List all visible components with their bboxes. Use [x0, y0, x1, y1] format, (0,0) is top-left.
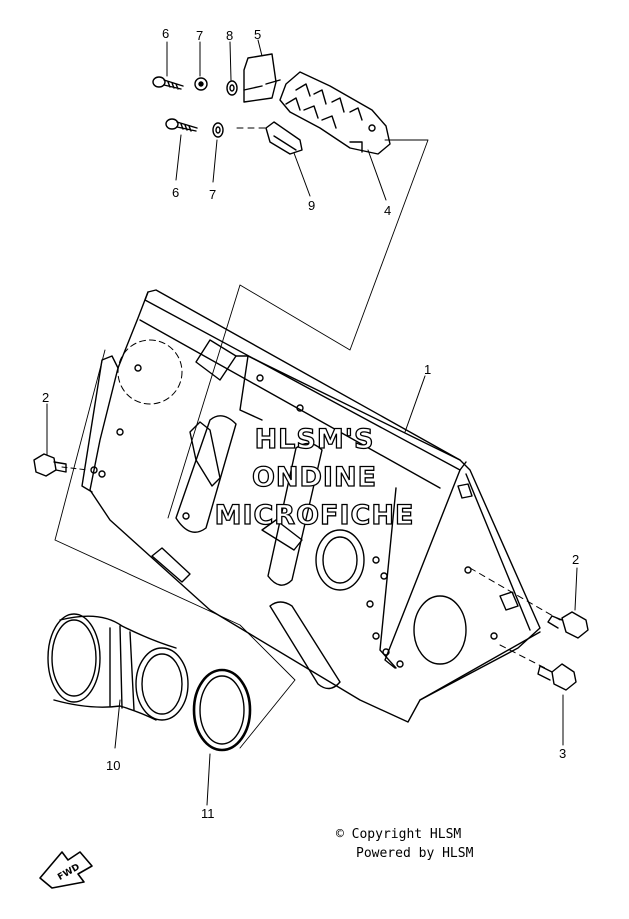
watermark-line-3: MICROFICHE — [214, 500, 415, 531]
washer-8 — [226, 80, 238, 96]
bracket-5 — [243, 53, 281, 103]
callout-4: 4 — [384, 203, 392, 218]
clip-9 — [265, 121, 303, 155]
watermark-line-1: HLSM'S — [254, 424, 375, 455]
callout-6-bottom: 6 — [172, 185, 180, 200]
callout-10: 10 — [106, 758, 121, 773]
callout-11: 11 — [201, 806, 215, 821]
bolt-2-left — [33, 453, 67, 477]
callout-7-bottom: 7 — [209, 187, 217, 202]
copyright-text: © Copyright HLSM — [336, 827, 462, 842]
watermark-line-2: ONDINE — [251, 462, 378, 493]
callout-5: 5 — [254, 27, 262, 42]
gasket-11 — [192, 668, 252, 752]
bolt-2-right — [547, 611, 589, 639]
callout-9: 9 — [308, 198, 316, 213]
washer-7-top — [194, 77, 208, 91]
callout-1: 1 — [424, 362, 432, 377]
terminal-block-4 — [279, 71, 391, 155]
callout-7-top: 7 — [196, 28, 204, 43]
panel-1 — [81, 289, 541, 723]
callout-2-left: 2 — [42, 390, 50, 405]
washer-7-bottom — [212, 122, 224, 138]
callout-2-right: 2 — [572, 552, 580, 567]
fwd-label: FWD — [56, 862, 81, 882]
powered-by-text: Powered by HLSM — [356, 846, 474, 861]
leader-lines — [46, 39, 578, 806]
callout-6-top: 6 — [162, 26, 170, 41]
forward-arrow-icon: FWD — [39, 851, 93, 889]
duct-boot-10 — [47, 613, 189, 721]
screw-6-top — [152, 76, 184, 90]
screw-6-bottom — [165, 118, 198, 132]
bolt-3 — [537, 663, 577, 691]
callout-8: 8 — [226, 28, 234, 43]
callout-3: 3 — [559, 746, 567, 761]
